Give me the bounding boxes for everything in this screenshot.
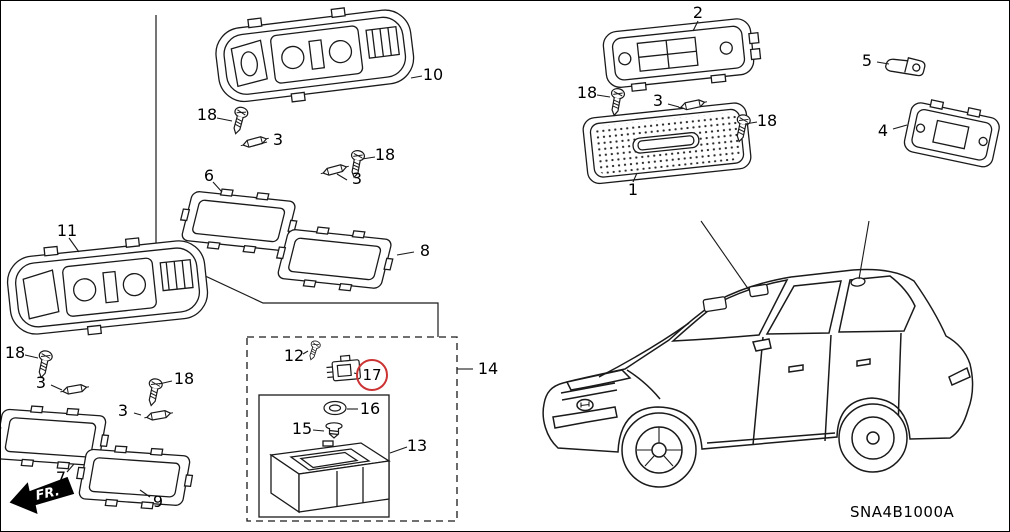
part-16-lens <box>323 400 347 416</box>
fr-direction-arrow: FR. <box>9 476 75 514</box>
part-12-screw <box>305 339 322 362</box>
diagram-code: SNA4B1000A <box>850 503 955 521</box>
roof-light-locations <box>702 277 866 313</box>
part-17-switch <box>326 354 361 382</box>
fr-label: FR. <box>34 484 61 504</box>
part-8-lens-frame <box>269 222 400 295</box>
part-9-lens-frame <box>71 443 198 512</box>
group-connector-lines <box>155 15 439 337</box>
part-11-overhead-console <box>6 237 209 336</box>
part-15-grommet <box>325 422 343 439</box>
car-illustration <box>542 268 974 488</box>
part-4-bracket <box>903 99 1000 168</box>
subassembly-boundary <box>246 336 458 522</box>
part-5-clip <box>884 57 926 77</box>
part-13-spotlight-assembly <box>269 440 391 514</box>
part-10-overhead-console <box>215 7 415 103</box>
part-1-lens <box>582 102 752 185</box>
part-2-light-base <box>602 18 762 92</box>
